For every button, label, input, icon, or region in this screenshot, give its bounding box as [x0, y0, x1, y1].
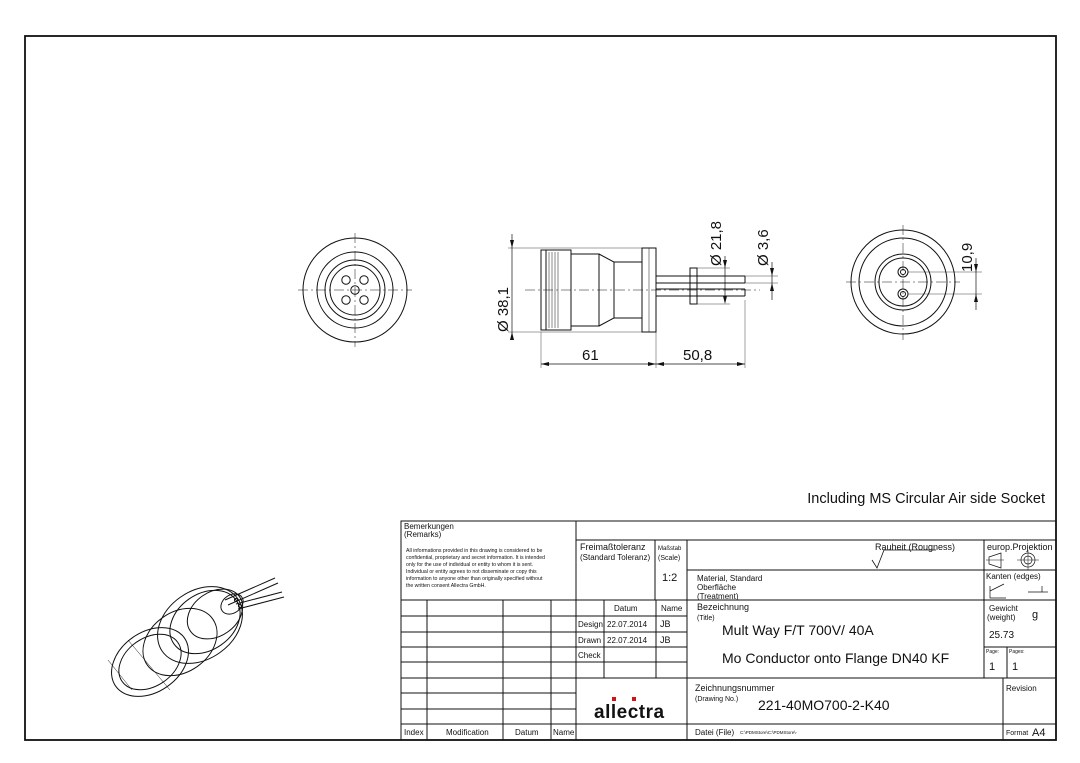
front-view-socket — [298, 233, 412, 347]
title-block-text: Bemerkungen (Remarks) All informations p… — [404, 522, 1053, 739]
surface-label-en: (Treatment) — [697, 592, 739, 601]
check-label: Check — [578, 651, 602, 660]
weight-label-en: (weight) — [987, 613, 1016, 622]
tolerance-label: Freimaßtoleranz — [580, 542, 646, 552]
logo-red-dot — [632, 697, 636, 701]
confidential-line: confidential, proprietary and secret inf… — [406, 555, 545, 561]
page-label: Page: — [986, 649, 999, 655]
pages-value: 1 — [1012, 661, 1018, 673]
dim-pin-spacing: 10,9 — [959, 243, 976, 272]
drawing-no-label: Zeichnungsnummer — [695, 683, 775, 693]
datum-header-bottom: Datum — [515, 728, 539, 737]
confidential-line: information to anyone other than origina… — [406, 576, 543, 582]
tolerance-label-en: (Standard Toleranz) — [580, 553, 650, 562]
name-header: Name — [661, 604, 683, 613]
design-name: JB — [660, 619, 671, 629]
sheet-border — [24, 35, 1057, 741]
rear-dim-arrows — [974, 264, 978, 302]
design-label: Design — [578, 620, 603, 629]
file-path: C:\PDMStore\C:\PDMStore\- — [740, 730, 798, 735]
confidential-line: Individual or entity agrees to not disse… — [406, 569, 537, 575]
weight-unit: g — [1032, 609, 1038, 621]
material-label: Material, Standard — [697, 574, 762, 583]
scale-label-en: (Scale) — [658, 555, 680, 562]
confidential-line: the written consent Allectra GmbH. — [406, 583, 486, 589]
design-date: 22.07.2014 — [607, 620, 648, 629]
revision-label: Revision — [1006, 684, 1037, 693]
weight-value: 25.73 — [989, 630, 1014, 641]
edges-label: Kanten (edges) — [986, 572, 1041, 581]
drawing-note: Including MS Circular Air side Socket — [807, 491, 1045, 507]
drawn-date: 22.07.2014 — [607, 636, 648, 645]
dimension-arrows — [510, 240, 774, 366]
company-logo-text: allectra — [594, 702, 665, 723]
scale-value: 1:2 — [662, 572, 677, 584]
format-label: Format — [1006, 730, 1028, 737]
format-value: A4 — [1032, 727, 1045, 739]
drawn-name: JB — [660, 635, 671, 645]
index-header: Index — [404, 728, 424, 737]
dim-pin-dia: Ø 3,6 — [755, 229, 772, 266]
rear-view-pins — [846, 225, 982, 340]
title-line-1: Mult Way F/T 700V/ 40A — [722, 622, 874, 638]
dim-pin-circle-dia: Ø 21,8 — [708, 221, 725, 266]
title-block-grid — [400, 520, 1057, 741]
scale-label: Maßstab — [658, 546, 682, 552]
modification-header: Modification — [446, 728, 489, 737]
file-label: Datei (File) — [695, 728, 734, 737]
dim-length-pins: 50,8 — [683, 347, 712, 364]
remarks-label-en: (Remarks) — [404, 530, 442, 539]
designation-label-en: (Title) — [697, 615, 715, 622]
remarks-label: Bemerkungen — [404, 522, 454, 531]
surface-label: Oberfläche — [697, 583, 737, 592]
title-line-2: Mo Conductor onto Flange DN40 KF — [722, 650, 949, 666]
logo-red-dot — [612, 697, 616, 701]
drawing-no-label-en: (Drawing No.) — [695, 696, 738, 703]
projection-label: europ.Projektion — [987, 542, 1053, 552]
weight-label: Gewicht — [989, 604, 1019, 613]
dim-length-body: 61 — [582, 347, 599, 364]
designation-label: Bezeichnung — [697, 602, 749, 612]
drawing-number: 221-40MO700-2-K40 — [758, 697, 890, 713]
pages-label: Pages: — [1009, 649, 1025, 655]
drawn-label: Drawn — [578, 636, 601, 645]
page-value: 1 — [989, 661, 995, 673]
name-header-bottom: Name — [553, 728, 575, 737]
datum-header: Datum — [614, 604, 638, 613]
isometric-view — [107, 577, 285, 697]
side-view — [525, 247, 760, 333]
confidential-line: All informations provided in this drawin… — [406, 548, 543, 554]
dim-flange-dia: Ø 38,1 — [495, 287, 512, 332]
side-view-dimensions — [508, 234, 778, 368]
confidential-line: only for the use of individual or entity… — [406, 562, 533, 568]
roughness-label: Rauheit (Rougness) — [875, 542, 955, 552]
